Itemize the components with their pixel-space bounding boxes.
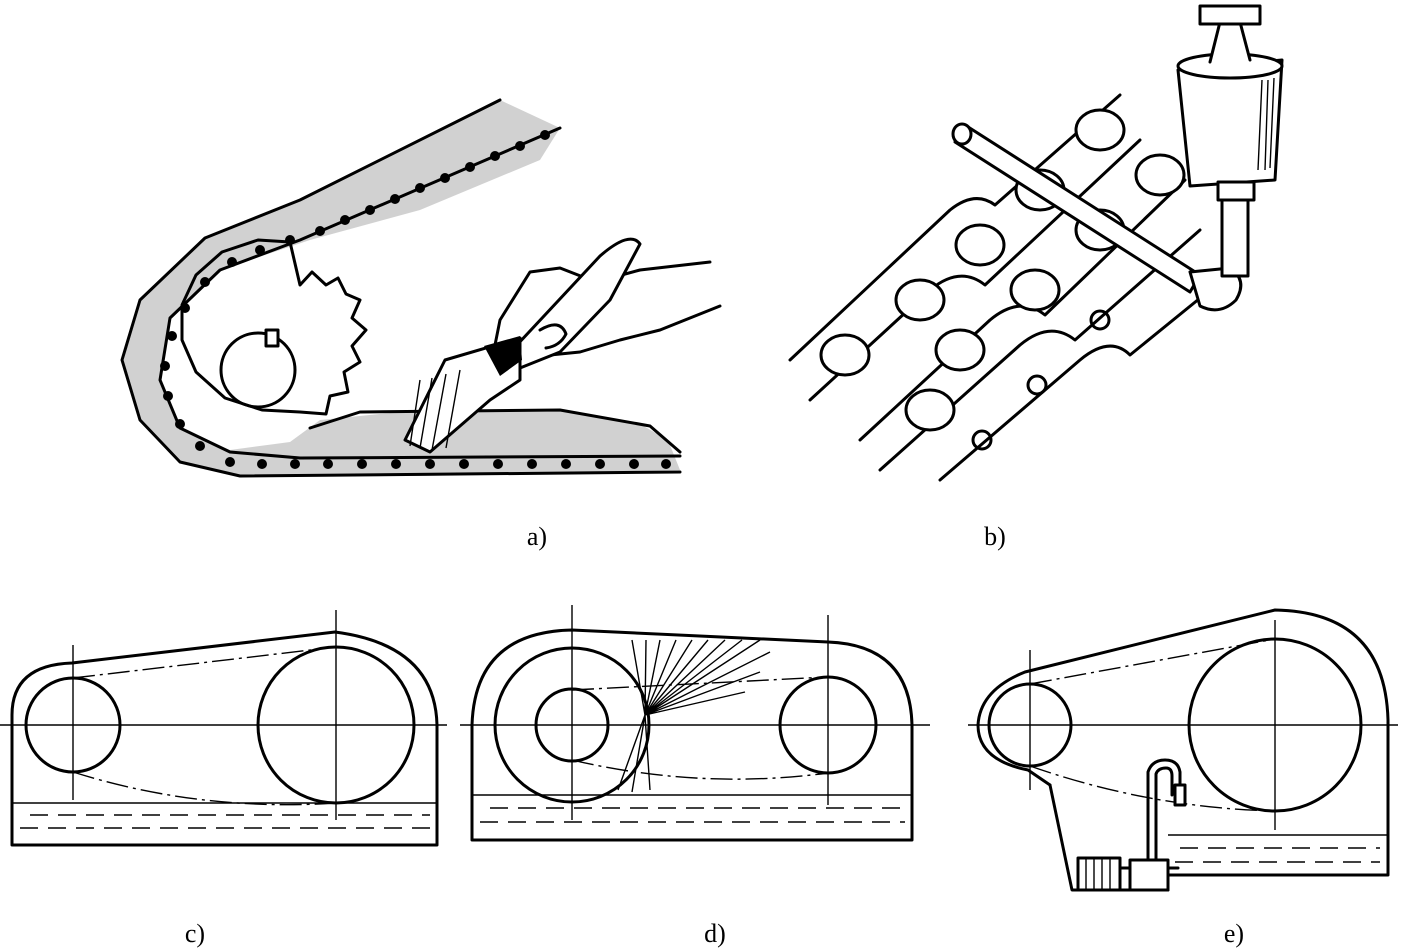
oil-splash-fan bbox=[617, 639, 771, 793]
oil-pump-illustration bbox=[1076, 758, 1187, 892]
chain-casing-d bbox=[460, 605, 930, 842]
chain-casing-e bbox=[968, 608, 1398, 892]
panel-e-label: e) bbox=[1224, 919, 1244, 948]
panel-d-label: d) bbox=[704, 919, 726, 948]
panel-b-drip-lubrication: b) bbox=[788, 4, 1284, 551]
chain-casing-c bbox=[0, 610, 447, 847]
panel-c-label: c) bbox=[185, 919, 205, 948]
roller-chain-illustration bbox=[120, 98, 682, 478]
panel-a-brush-lubrication: a) bbox=[120, 98, 722, 551]
sprocket-illustration bbox=[180, 238, 368, 416]
drip-oiler-illustration bbox=[951, 4, 1284, 312]
panel-c-oil-bath-lubrication: c) bbox=[0, 610, 447, 948]
panel-d-splash-lubrication: d) bbox=[460, 605, 930, 948]
panel-a-label: a) bbox=[527, 522, 547, 551]
brush-and-hand-illustration bbox=[403, 237, 722, 454]
panel-e-forced-lubrication: e) bbox=[968, 608, 1398, 948]
panel-b-label: b) bbox=[984, 522, 1006, 551]
